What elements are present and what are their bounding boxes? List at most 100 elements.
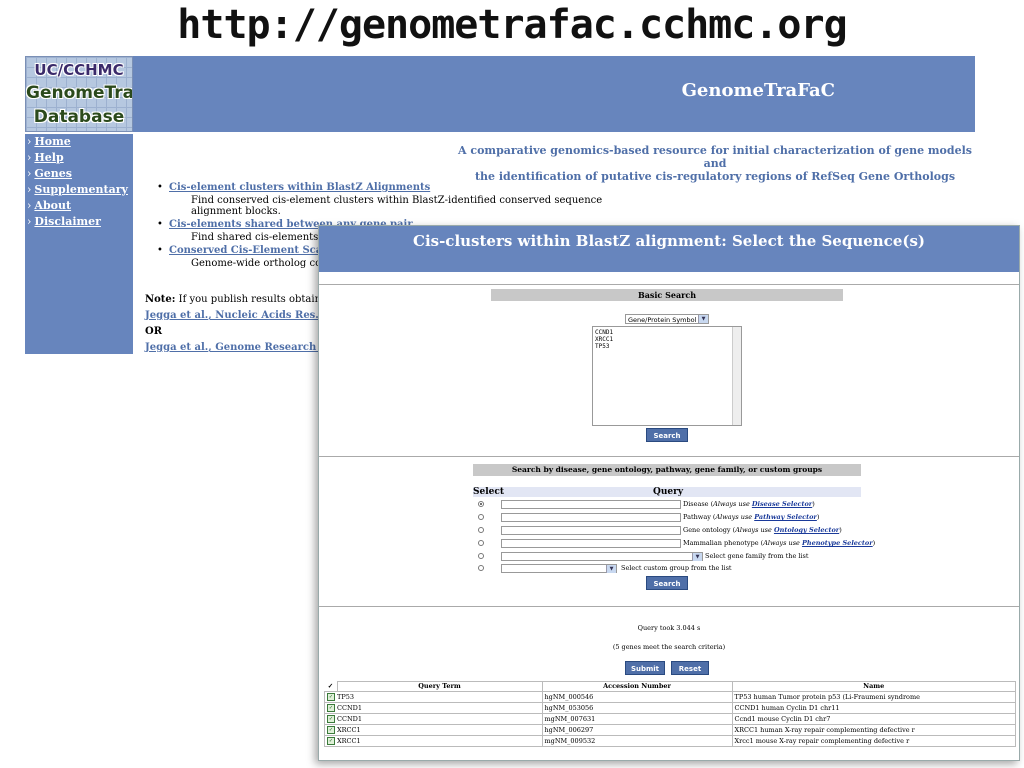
divider xyxy=(319,606,1019,607)
chevron-right-icon: › xyxy=(27,167,32,180)
chevron-right-icon: › xyxy=(27,183,32,196)
chevron-right-icon: › xyxy=(27,135,32,148)
row-checkbox[interactable]: ✓ xyxy=(327,726,335,734)
query-row-pathway: Pathway (Always use Pathway Selector) xyxy=(473,512,861,523)
site-logo[interactable]: UC/CCHMC GenomeTrafac Database xyxy=(25,56,133,132)
radio-custom-group[interactable] xyxy=(478,565,484,571)
row-checkbox[interactable]: ✓ xyxy=(327,704,335,712)
ref-link-nar[interactable]: Jegga et al., Nucleic Acids Res. 2006 xyxy=(145,310,351,321)
nav-item-home[interactable]: ›Home xyxy=(27,135,71,148)
pathway-selector-link[interactable]: Pathway Selector xyxy=(754,513,817,521)
feature-desc: Find shared cis-elements betw xyxy=(191,232,347,243)
query-table-header: Select Query xyxy=(473,487,861,497)
publication-note: Note: If you publish results obtained us… xyxy=(145,292,364,356)
ontology-selector-link[interactable]: Ontology Selector xyxy=(773,526,840,534)
logo-line-3: Database xyxy=(33,107,125,127)
phenotype-input[interactable] xyxy=(501,539,681,548)
note-text: If you publish results obtained using xyxy=(178,294,365,305)
table-header-row: ✓ Query Term Accession Number Name xyxy=(325,681,1016,692)
table-row: ✓XRCC1 hgNM_006297 XRCC1 human X-ray rep… xyxy=(324,724,1016,736)
query-row-gene-family: ▼ Select gene family from the list xyxy=(473,551,861,562)
logo-grid xyxy=(26,57,132,131)
bullet-icon: • xyxy=(157,245,163,256)
query-row-disease: Disease (Always use Disease Selector) xyxy=(473,499,861,510)
window-title: Cis-clusters within BlastZ alignment: Se… xyxy=(413,232,925,250)
header-banner: GenomeTraFaC xyxy=(133,56,975,132)
advanced-search-button[interactable]: Search xyxy=(646,576,688,590)
radio-gene-family[interactable] xyxy=(478,553,484,559)
radio-disease[interactable] xyxy=(478,501,484,507)
chevron-right-icon: › xyxy=(27,215,32,228)
disease-selector-link[interactable]: Disease Selector xyxy=(751,500,813,508)
radio-ontology[interactable] xyxy=(478,527,484,533)
submit-button[interactable]: Submit xyxy=(625,661,665,675)
col-accession: Accession Number xyxy=(541,681,733,692)
query-time: Query took 3.044 s xyxy=(637,624,701,632)
logo-line-1: UC/CCHMC xyxy=(34,61,124,79)
col-select-header: Select xyxy=(473,487,505,497)
divider xyxy=(319,284,1019,285)
gene-family-dropdown[interactable]: ▼ xyxy=(501,552,703,561)
disease-input[interactable] xyxy=(501,500,681,509)
feature-desc: Genome-wide ortholog conse xyxy=(191,258,339,269)
radio-phenotype[interactable] xyxy=(478,540,484,546)
slide-title: http://genometrafac.cchmc.org xyxy=(177,2,847,48)
custom-group-dropdown[interactable]: ▼ xyxy=(501,564,617,573)
bullet-icon: • xyxy=(157,219,163,230)
nav-item-disclaimer[interactable]: ›Disclaimer xyxy=(27,215,101,228)
result-count: (5 genes meet the search criteria) xyxy=(612,643,726,651)
reset-button[interactable]: Reset xyxy=(671,661,709,675)
symbol-type-dropdown[interactable]: Gene/Protein Symbol ▼ xyxy=(625,314,709,324)
advanced-search-header: Search by disease, gene ontology, pathwa… xyxy=(473,464,861,476)
note-or: OR xyxy=(145,326,163,337)
list-item: • Cis-elements shared between any gene p… xyxy=(157,219,637,243)
left-nav: ›Home ›Help ›Genes ›Supplementary ›About… xyxy=(25,134,133,354)
nav-item-supplementary[interactable]: ›Supplementary xyxy=(27,183,128,196)
feature-link-cis-clusters[interactable]: Cis-element clusters within BlastZ Align… xyxy=(169,182,431,193)
divider xyxy=(319,456,1019,457)
row-checkbox[interactable]: ✓ xyxy=(327,715,335,723)
query-row-ontology: Gene ontology (Always use Ontology Selec… xyxy=(473,525,861,536)
symbols-textarea[interactable]: CCND1 XRCC1 TP53 xyxy=(592,326,742,426)
site-tagline: A comparative genomics-based resource fo… xyxy=(458,144,972,183)
basic-search-header: Basic Search xyxy=(491,289,843,301)
chevron-down-icon: ▼ xyxy=(606,565,616,573)
logo-line-2: GenomeTrafac xyxy=(26,83,133,103)
chevron-right-icon: › xyxy=(27,199,32,212)
textarea-scrollbar[interactable] xyxy=(732,327,741,425)
feature-list: • Cis-element clusters within BlastZ Ali… xyxy=(157,182,637,271)
feature-link-shared-elements[interactable]: Cis-elements shared between any gene pai… xyxy=(169,219,413,230)
list-item: • Conserved Cis-Element Scanner Genome-w… xyxy=(157,245,637,269)
background-page: UC/CCHMC GenomeTrafac Database GenomeTra… xyxy=(25,56,975,556)
nav-item-genes[interactable]: ›Genes xyxy=(27,167,72,180)
select-all-header[interactable]: ✓ xyxy=(327,681,334,690)
col-name: Name xyxy=(731,681,1016,692)
radio-pathway[interactable] xyxy=(478,514,484,520)
results-table: ✓ Query Term Accession Number Name ✓TP53… xyxy=(324,681,1016,747)
chevron-down-icon: ▼ xyxy=(692,553,702,561)
phenotype-selector-link[interactable]: Phenotype Selector xyxy=(801,539,873,547)
col-query-term: Query Term xyxy=(336,681,543,692)
row-checkbox[interactable]: ✓ xyxy=(327,693,335,701)
table-row: ✓CCND1 hgNM_053056 CCND1 human Cyclin D1… xyxy=(324,702,1016,714)
basic-search-button[interactable]: Search xyxy=(646,428,688,442)
nav-item-help[interactable]: ›Help xyxy=(27,151,64,164)
table-row: ✓XRCC1 mgNM_009532 Xrcc1 mouse X-ray rep… xyxy=(324,735,1016,747)
bullet-icon: • xyxy=(157,182,163,193)
search-window: Cis-clusters within BlastZ alignment: Se… xyxy=(318,225,1020,761)
ref-link-genome-research[interactable]: Jegga et al., Genome Research 12: 14 xyxy=(145,342,355,353)
row-checkbox[interactable]: ✓ xyxy=(327,737,335,745)
feature-link-element-scanner[interactable]: Conserved Cis-Element Scanner xyxy=(169,245,349,256)
nav-item-about[interactable]: ›About xyxy=(27,199,72,212)
chevron-right-icon: › xyxy=(27,151,32,164)
table-row: ✓TP53 hgNM_000546 TP53 human Tumor prote… xyxy=(324,691,1016,703)
ontology-input[interactable] xyxy=(501,526,681,535)
table-row: ✓CCND1 mgNM_007631 Ccnd1 mouse Cyclin D1… xyxy=(324,713,1016,725)
window-header: Cis-clusters within BlastZ alignment: Se… xyxy=(319,226,1019,272)
pathway-input[interactable] xyxy=(501,513,681,522)
query-row-custom-group: ▼ Select custom group from the list xyxy=(473,563,861,574)
chevron-down-icon: ▼ xyxy=(698,315,708,323)
feature-desc: Find conserved cis-element clusters with… xyxy=(191,195,603,217)
col-query-header: Query xyxy=(653,487,684,497)
banner-title: GenomeTraFaC xyxy=(681,80,835,101)
